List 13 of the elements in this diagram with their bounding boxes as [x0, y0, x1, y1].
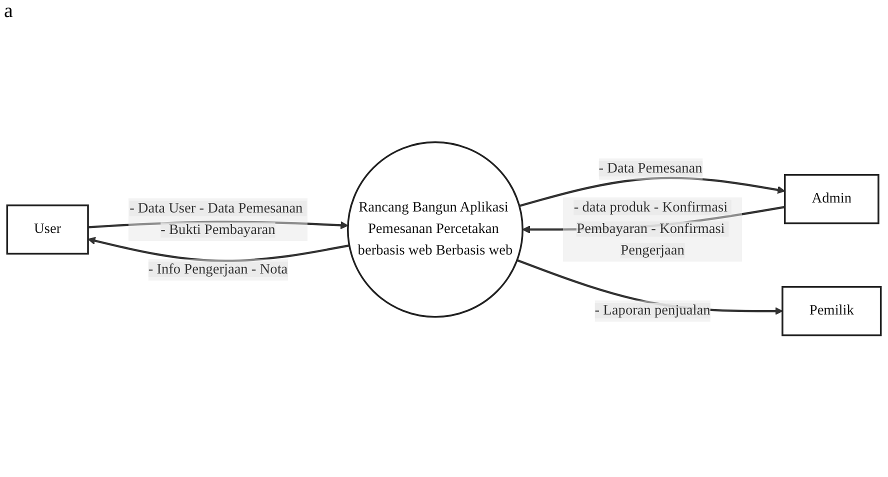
node-box: Admin: [784, 174, 880, 224]
arrow: [88, 236, 350, 262]
edge-label: - Data Pemesanan: [598, 160, 702, 176]
arrow: [519, 176, 786, 207]
edge-label: - Info Pengerjaan - Nota: [148, 262, 288, 277]
node-box: Pemilik: [782, 286, 882, 336]
node-box: User: [6, 204, 89, 254]
edge-label: - Data User - Data Pemesanan - Bukti Pembayaran: [130, 200, 303, 238]
node-circle: Rancang Bangun Aplikasi Pemesanan Percetakan berbasis web Berbasis web: [346, 141, 524, 318]
arrow: [88, 220, 348, 229]
note-text: a: [4, 0, 13, 23]
edge-label: - Laporan penjualan: [594, 302, 710, 318]
edge-label: - data produk - Konfirmasi Pembayaran - Konfirmasi Pengerjaan: [574, 200, 728, 258]
